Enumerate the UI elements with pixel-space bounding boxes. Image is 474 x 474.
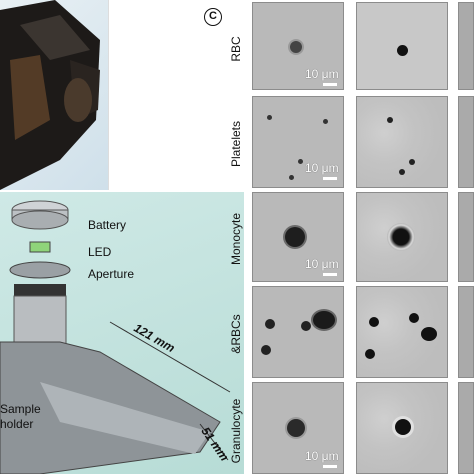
cell-platelets-col1: 10 μm xyxy=(252,96,344,188)
cell-marker xyxy=(421,327,437,341)
scale-label: 10 μm xyxy=(305,449,339,463)
panel-letter-c: C xyxy=(204,8,222,26)
cell-granulocyte-col3 xyxy=(458,382,474,474)
cell-marker xyxy=(313,311,335,329)
row-label-monocyte: Monocyte xyxy=(229,212,243,266)
cell-marker xyxy=(409,313,419,323)
scale-label: 10 μm xyxy=(305,257,339,271)
cell-marker xyxy=(287,419,305,437)
sample-holder-label: Sample holder xyxy=(0,402,41,431)
device-photo-image xyxy=(0,0,100,190)
cell-platelets-col2 xyxy=(356,96,448,188)
cell-marker xyxy=(323,119,328,124)
row-label-rbc: RBC xyxy=(229,36,243,62)
cell-marker xyxy=(265,319,275,329)
aperture-label: Aperture xyxy=(88,267,135,281)
cell-platelets-col3 xyxy=(458,96,474,188)
cell-rbc-col3 xyxy=(458,2,474,90)
cell-rbcs-col3 xyxy=(458,286,474,378)
blank-panel xyxy=(108,0,199,190)
row-label-granulocyte: Granulocyte xyxy=(229,398,243,464)
cell-marker xyxy=(365,349,375,359)
scale-bar xyxy=(323,273,337,276)
scale-bar xyxy=(323,465,337,468)
cell-monocyte-col3 xyxy=(458,192,474,282)
cell-marker xyxy=(395,419,411,435)
schematic-drawing xyxy=(0,200,231,474)
cell-rbc-col2 xyxy=(356,2,448,90)
cell-marker xyxy=(298,159,303,164)
cell-marker xyxy=(290,41,302,53)
row-label-platelets: Platelets xyxy=(229,120,243,168)
scale-label: 10 μm xyxy=(305,161,339,175)
battery-label: Battery xyxy=(88,218,127,232)
cell-granulocyte-col1: 10 μm xyxy=(252,382,344,474)
cell-marker xyxy=(387,223,415,251)
cell-rbcs-col2 xyxy=(356,286,448,378)
row-label-rbcs: &RBCs xyxy=(229,314,243,354)
scale-label: 10 μm xyxy=(305,67,339,81)
cell-monocyte-col2 xyxy=(356,192,448,282)
device-schematic: Battery LED Aperture 121 mm 51 mm Sample… xyxy=(0,192,244,474)
cell-marker xyxy=(369,317,379,327)
cell-marker xyxy=(301,321,311,331)
cell-rbcs-col1 xyxy=(252,286,344,378)
scale-bar xyxy=(323,177,337,180)
cell-marker xyxy=(399,169,405,175)
device-photo xyxy=(0,0,108,190)
cell-marker xyxy=(289,175,294,180)
cell-marker xyxy=(285,227,305,247)
cell-marker xyxy=(261,345,271,355)
cell-rbc-col1: 10 μm xyxy=(252,2,344,90)
scale-bar xyxy=(323,83,337,86)
cell-marker xyxy=(267,115,272,120)
cell-granulocyte-col2 xyxy=(356,382,448,474)
cell-marker xyxy=(397,45,408,56)
cell-marker xyxy=(409,159,415,165)
led-label: LED xyxy=(88,245,112,259)
cell-monocyte-col1: 10 μm xyxy=(252,192,344,282)
cell-marker xyxy=(387,117,393,123)
